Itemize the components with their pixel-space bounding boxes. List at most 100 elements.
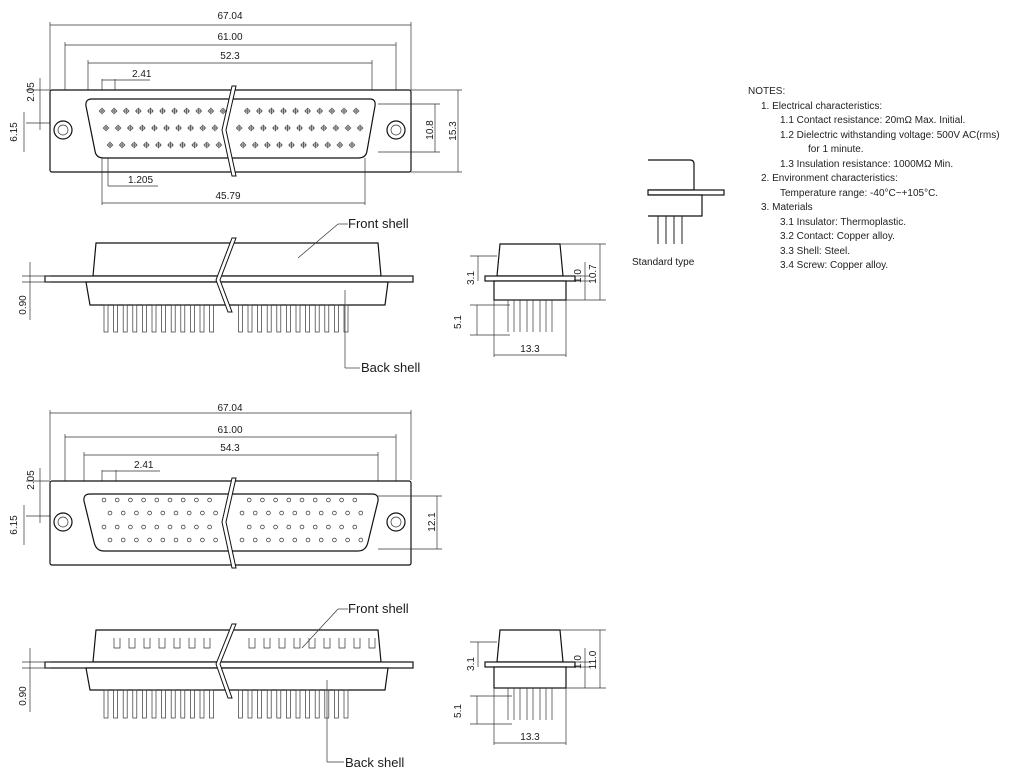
- note-1: 1. Electrical characteristics:: [761, 100, 883, 112]
- contact-tail: [295, 304, 301, 333]
- contact-hole: [134, 510, 139, 516]
- contact-hole: [326, 497, 331, 503]
- contact-hole: [107, 510, 113, 516]
- shell-outline: [83, 493, 379, 552]
- dim-2-41: 2.41: [132, 69, 152, 80]
- contact-tail: [170, 689, 176, 719]
- contact-hole: [101, 524, 107, 530]
- contact-tail: [209, 689, 214, 719]
- contact-hole: [239, 510, 245, 516]
- contact-hole: [180, 497, 186, 503]
- dim-52-3: 52.3: [220, 51, 240, 62]
- contact-hole: [260, 524, 265, 530]
- contact-hole: [173, 537, 179, 543]
- dim-1-0: 1.0: [573, 269, 584, 283]
- contact-hole: [266, 537, 271, 543]
- contact-hole: [167, 497, 173, 503]
- contact-hole: [318, 537, 324, 543]
- dim-15-3: 15.3: [448, 121, 459, 141]
- dim-2-05: 2.05: [26, 82, 37, 102]
- contact-hole: [114, 524, 120, 530]
- flange: [44, 275, 414, 283]
- dim-6-15: 6.15: [9, 515, 20, 535]
- contact-tail: [324, 304, 330, 333]
- contact-tail: [190, 304, 195, 333]
- contact-hole: [299, 497, 305, 503]
- contact-tail: [161, 304, 166, 333]
- contact-tail: [266, 689, 272, 719]
- break-mark: [221, 477, 237, 569]
- front-shell: [92, 242, 382, 277]
- front-shell: [92, 629, 382, 663]
- dim-1-205: 1.205: [128, 175, 153, 186]
- contact-hole: [154, 524, 160, 530]
- break-mark: [221, 85, 237, 177]
- contact-hole: [312, 497, 318, 503]
- profile-view-sd: 1.0 11.0 3.1 5.1 13.3: [453, 629, 606, 745]
- dim-10-8: 10.8: [425, 120, 436, 140]
- dim-10-7: 10.7: [588, 264, 599, 284]
- contact-tails: [103, 304, 349, 333]
- contact-hole: [160, 537, 166, 543]
- contact-tail: [199, 304, 205, 333]
- contact-tail: [276, 689, 282, 719]
- shell-dimples: [113, 638, 376, 649]
- contact-tail: [151, 689, 157, 719]
- standard-type-view: Standard type: [632, 159, 725, 268]
- side-view-sd: Front shell Back shell 0.90: [18, 601, 414, 770]
- contact-hole: [279, 537, 284, 543]
- break-mark: [215, 623, 237, 699]
- contact-hole: [101, 497, 107, 503]
- dim-67-04: 67.04: [217, 11, 242, 22]
- contact-hole: [147, 537, 152, 543]
- contact-tail: [247, 304, 253, 333]
- dim-54-3: 54.3: [220, 443, 240, 454]
- contact-hole: [180, 524, 186, 530]
- contact-hole: [286, 497, 292, 503]
- dim-0-90: 0.90: [18, 295, 29, 315]
- contact-hole: [173, 510, 179, 516]
- contact-hole: [200, 537, 205, 543]
- back-shell-label: Back shell: [345, 755, 404, 770]
- contact-hole: [252, 537, 258, 543]
- contact-hole: [332, 510, 337, 516]
- contact-tails: [103, 689, 349, 719]
- contact-hole: [339, 497, 344, 503]
- contact-tail: [314, 689, 320, 719]
- front-shell-label: Front shell: [348, 216, 409, 231]
- notes-title: NOTES:: [748, 86, 786, 97]
- standard-type-label: Standard type: [632, 257, 695, 268]
- contact-hole: [326, 524, 331, 530]
- note-1-2-cont: for 1 minute.: [808, 144, 864, 155]
- contact-hole: [167, 524, 173, 530]
- contact-tail: [122, 304, 128, 333]
- contact-hole: [186, 537, 192, 543]
- contact-hole: [305, 510, 311, 516]
- contact-hole: [352, 497, 358, 503]
- contact-hole: [120, 510, 126, 516]
- contact-tail: [209, 304, 214, 333]
- contact-tail: [238, 689, 243, 719]
- contact-tail: [113, 689, 118, 719]
- dim-13-3: 13.3: [520, 732, 540, 743]
- front-shell-label: Front shell: [348, 601, 409, 616]
- contact-hole: [260, 497, 265, 503]
- contact-tail: [170, 304, 176, 333]
- mount-hole-right: [386, 512, 406, 532]
- contact-tail: [305, 689, 310, 719]
- note-3-4: 3.4 Screw: Copper alloy.: [780, 260, 889, 271]
- contact-hole: [114, 497, 120, 503]
- contact-tail: [247, 689, 253, 719]
- contact-tail: [276, 304, 282, 333]
- contact-tail: [286, 304, 291, 333]
- dim-61-00: 61.00: [217, 32, 242, 43]
- mount-hole-left: [53, 120, 73, 140]
- flange: [44, 661, 414, 669]
- contact-tail: [343, 689, 349, 719]
- contact-hole: [134, 537, 139, 543]
- contact-tail: [161, 689, 166, 719]
- dim-5-1: 5.1: [453, 315, 464, 329]
- dim-67-04: 67.04: [217, 403, 242, 414]
- contact-tail: [132, 689, 138, 719]
- contact-hole: [128, 497, 133, 503]
